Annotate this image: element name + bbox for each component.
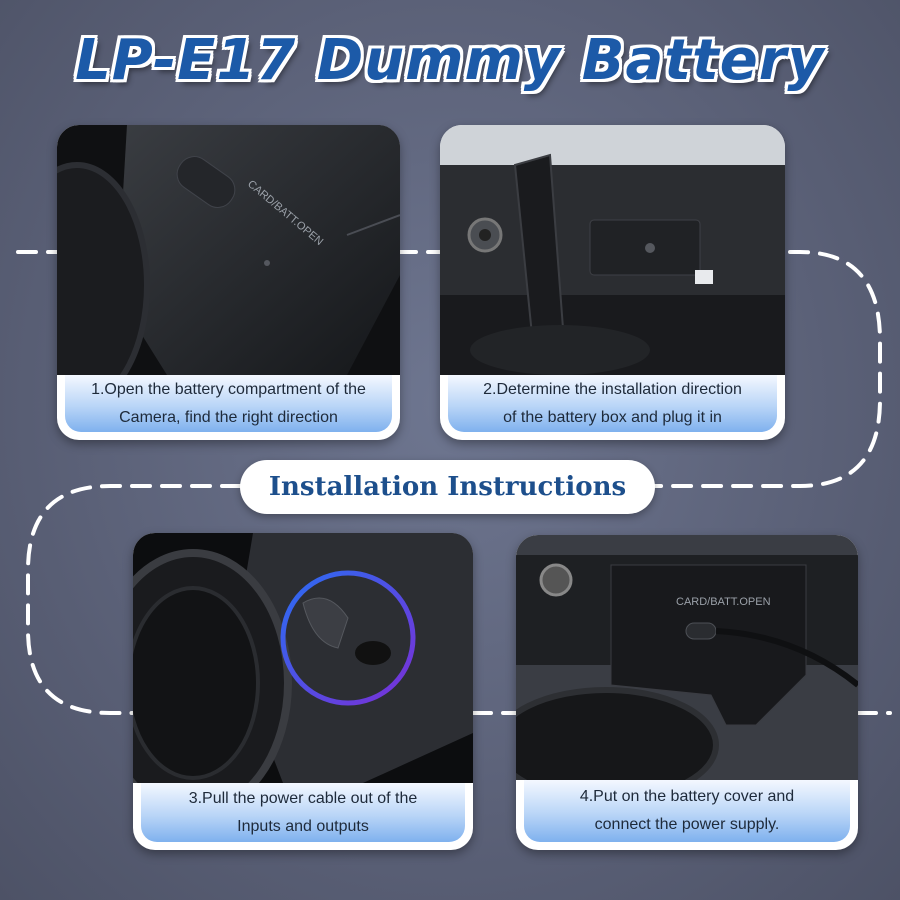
step-text-line: Camera, find the right direction: [119, 408, 338, 426]
step-caption-4: 4.Put on the battery cover and connect t…: [524, 780, 850, 842]
step-caption-3: 3.Pull the power cable out of the Inputs…: [141, 783, 465, 842]
card-batt-open-label: CARD/BATT.OPEN: [676, 596, 771, 608]
section-label: Installation Instructions: [240, 460, 655, 514]
step-text-line: connect the power supply.: [594, 816, 780, 833]
step-text-line: 4.Put on the battery cover and: [579, 788, 795, 805]
step-card-4: CARD/BATT.OPEN 4.Put on the battery cove…: [516, 535, 858, 850]
step-text-line: of the battery box and plug it in: [503, 408, 722, 426]
step-caption-1: 1.Open the battery compartment of the Ca…: [65, 375, 392, 432]
step-text-line: 1.Open the battery compartment of the: [91, 380, 366, 398]
step-card-1: CARD/BATT.OPEN 1.Open the battery compar…: [57, 125, 400, 440]
battery-compartment-photo: [440, 125, 785, 375]
camera-side-photo: CARD/BATT.OPEN: [57, 125, 400, 375]
step-text-line: Inputs and outputs: [237, 817, 369, 835]
step-card-3: 3.Pull the power cable out of the Inputs…: [133, 533, 473, 850]
step-text-line: 2.Determine the installation direction: [483, 380, 742, 398]
cable-slot-photo: [133, 533, 473, 783]
step-text-line: 3.Pull the power cable out of the: [188, 789, 418, 807]
page-title: LP-E17 Dummy Battery: [75, 28, 825, 93]
cover-closed-photo: CARD/BATT.OPEN: [516, 535, 858, 780]
step-caption-2: 2.Determine the installation direction o…: [448, 375, 777, 432]
step-card-2: 2.Determine the installation direction o…: [440, 125, 785, 440]
